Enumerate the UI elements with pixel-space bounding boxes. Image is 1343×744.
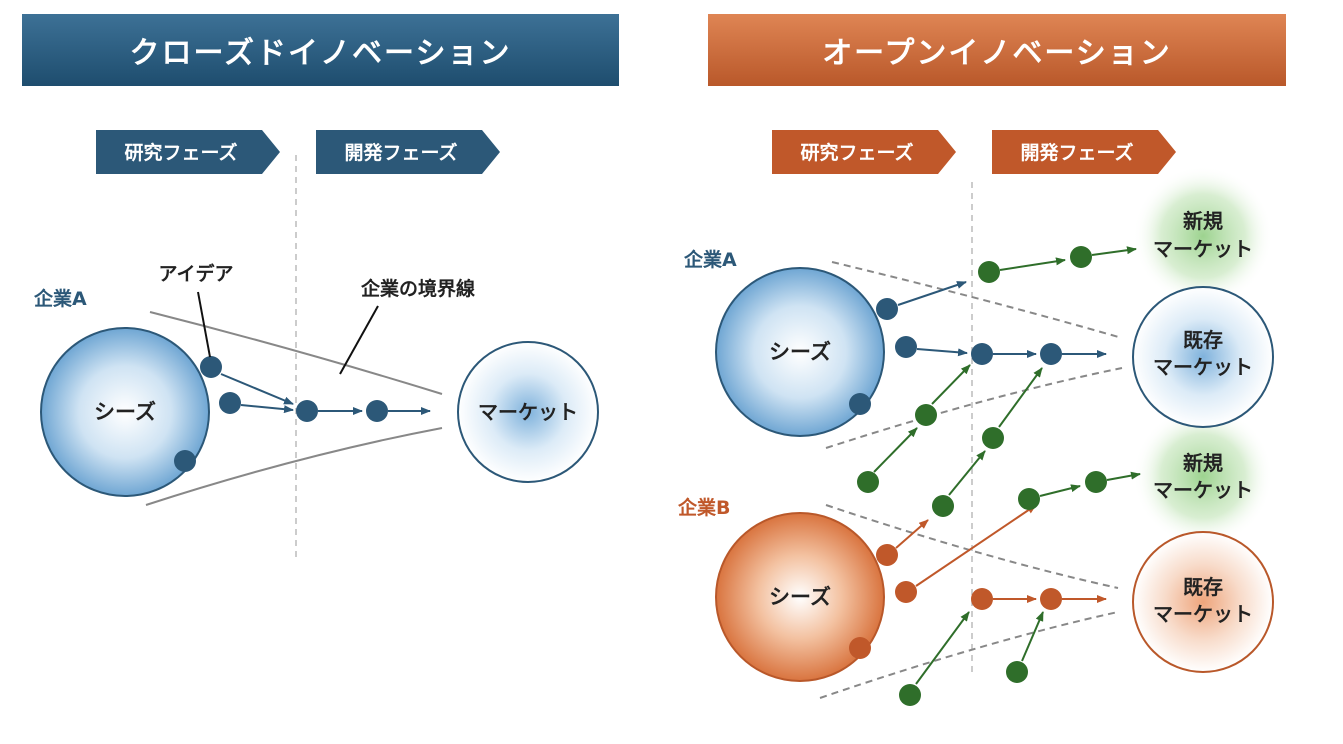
closed-idea-dot — [219, 392, 241, 414]
closed-idea-pointer — [197, 291, 211, 358]
open-development-phase-chevron — [992, 130, 1176, 174]
open-external-arrow — [873, 427, 918, 473]
open-b-idea-dot — [895, 581, 917, 603]
open-seeds-b-circle — [715, 512, 885, 682]
open-seeds-a-label: シーズ — [769, 340, 831, 364]
closed-idea-label: アイデア — [158, 262, 233, 285]
closed-company-a-label: 企業A — [33, 287, 87, 310]
open-b-idea-dot — [849, 637, 871, 659]
open-existing-market-a-line2: マーケット — [1153, 355, 1253, 379]
open-a-arrow — [916, 348, 968, 357]
open-existing-market-b-line1: 既存 — [1183, 575, 1223, 599]
closed-boundary-pointer — [339, 305, 379, 375]
open-company-a-label: 企業A — [683, 248, 737, 271]
open-existing-market-a-line1: 既存 — [1183, 328, 1223, 352]
open-new-market-a-glow — [1133, 166, 1273, 306]
open-external-idea-dot — [982, 427, 1004, 449]
open-b-idea-dot — [971, 588, 993, 610]
open-research-phase-chevron — [772, 130, 956, 174]
open-b-arrow — [895, 519, 929, 549]
open-a-idea-dot — [1040, 343, 1062, 365]
closed-innovation-title: クローズドイノベーション — [129, 36, 512, 71]
open-external-idea-dot — [1018, 488, 1040, 510]
open-existing-market-b-circle — [1132, 531, 1274, 673]
open-external-arrow — [915, 611, 970, 685]
open-a-idea-dot — [876, 298, 898, 320]
open-external-idea-dot — [1070, 246, 1092, 268]
closed-idea-dot — [174, 450, 196, 472]
closed-idea-dot — [296, 400, 318, 422]
open-innovation-panel: 研究フェーズ 開発フェーズ 企業A 企業B シーズ シーズ 新規 マーケット 新… — [677, 130, 1274, 706]
open-seeds-a-circle — [715, 267, 885, 437]
open-new-market-b-line2: マーケット — [1153, 478, 1253, 502]
open-external-idea-dot — [857, 471, 879, 493]
open-external-arrow — [998, 367, 1043, 428]
open-external-idea-dot — [1085, 471, 1107, 493]
closed-idea-arrow — [240, 404, 294, 414]
open-a-idea-dot — [971, 343, 993, 365]
closed-idea-dot — [200, 356, 222, 378]
closed-innovation-banner: クローズドイノベーション — [22, 14, 619, 86]
open-a-idea-dot — [895, 336, 917, 358]
open-external-idea-dot — [915, 404, 937, 426]
open-external-arrow — [999, 257, 1066, 271]
closed-development-phase-label: 開発フェーズ — [344, 141, 457, 164]
closed-boundary-lower — [145, 427, 443, 506]
open-existing-market-b-line2: マーケット — [1153, 602, 1253, 626]
closed-boundary-label: 企業の境界線 — [360, 277, 475, 300]
open-external-idea-dot — [932, 495, 954, 517]
open-external-arrow — [948, 450, 986, 496]
closed-boundary-upper — [149, 311, 443, 395]
open-b-arrow — [915, 504, 1037, 587]
open-development-phase-label: 開発フェーズ — [1020, 141, 1133, 164]
open-b-idea-dot — [876, 544, 898, 566]
open-seeds-b-label: シーズ — [769, 585, 831, 609]
open-external-idea-dot — [1006, 661, 1028, 683]
closed-innovation-panel: 研究フェーズ 開発フェーズ シーズ 企業A マーケット アイデア 企業の境界線 — [33, 130, 599, 560]
open-external-arrow — [1091, 246, 1137, 256]
open-external-arrow — [931, 364, 971, 405]
open-external-idea-dot — [978, 261, 1000, 283]
open-external-arrow — [1039, 484, 1081, 497]
open-research-phase-label: 研究フェーズ — [800, 141, 913, 164]
open-innovation-title: オープンイノベーション — [822, 36, 1172, 71]
closed-research-phase-chevron — [96, 130, 280, 174]
open-external-arrow — [1021, 611, 1044, 662]
open-innovation-banner: オープンイノベーション — [708, 14, 1286, 86]
open-company-b-label: 企業B — [677, 496, 730, 519]
open-new-market-a-line2: マーケット — [1153, 237, 1253, 261]
open-boundary-a-upper — [831, 261, 1123, 339]
open-a-arrow — [897, 281, 967, 306]
open-new-market-a-line1: 新規 — [1183, 209, 1223, 233]
open-new-market-b-glow — [1133, 406, 1273, 546]
closed-market-circle — [457, 341, 599, 483]
open-external-idea-dot — [899, 684, 921, 706]
closed-development-phase-chevron — [316, 130, 500, 174]
open-external-arrow — [1106, 471, 1141, 481]
open-a-idea-dot — [849, 393, 871, 415]
closed-seeds-label: シーズ — [94, 400, 156, 424]
closed-idea-arrow — [220, 373, 294, 405]
open-b-idea-dot — [1040, 588, 1062, 610]
open-new-market-b-line1: 新規 — [1183, 451, 1223, 475]
closed-seeds-circle — [40, 327, 210, 497]
closed-research-phase-label: 研究フェーズ — [124, 141, 237, 164]
open-boundary-b-upper — [825, 504, 1119, 589]
closed-idea-dot — [366, 400, 388, 422]
open-boundary-a-lower — [825, 367, 1123, 449]
open-existing-market-a-circle — [1132, 286, 1274, 428]
closed-market-label: マーケット — [478, 400, 578, 424]
